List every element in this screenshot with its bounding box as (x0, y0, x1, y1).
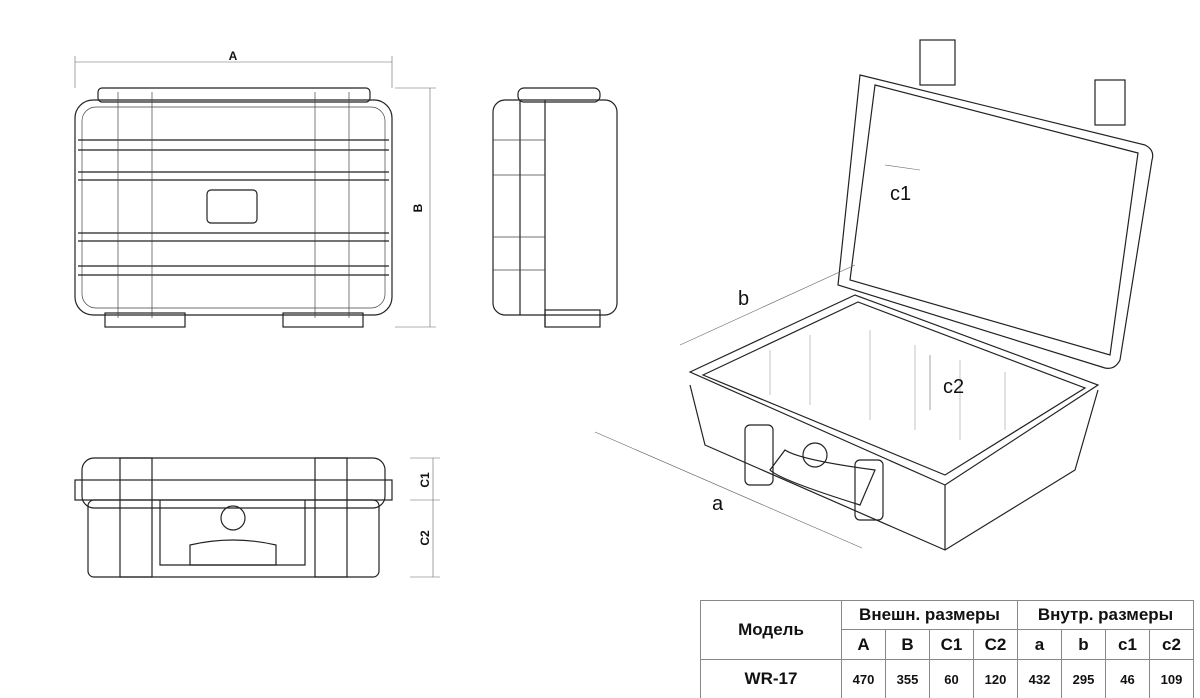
back-view: C1 C2 (74, 457, 440, 578)
side-view (492, 87, 618, 328)
value-cell: 432 (1017, 659, 1062, 698)
dim-label-C1: C1 (418, 472, 432, 488)
dim-label-b: b (738, 288, 749, 310)
value-cell: 120 (973, 659, 1018, 698)
dimensions-table: Модель Внешн. размеры Внутр. размеры A B… (700, 600, 1194, 698)
inner-dimensions-header: Внутр. размеры (1017, 600, 1194, 630)
column-header: b (1061, 629, 1106, 660)
table-row: WR-17 470 355 60 120 432 295 46 109 (700, 659, 1194, 698)
value-cell: 46 (1105, 659, 1150, 698)
value-cell: 355 (885, 659, 930, 698)
dim-label-a: a (712, 493, 724, 515)
column-header: C1 (929, 629, 974, 660)
outer-dimensions-header: Внешн. размеры (841, 600, 1018, 630)
isometric-view: b a c1 c2 (594, 39, 1154, 551)
dim-label-c1: c1 (890, 183, 911, 205)
column-header: C2 (973, 629, 1018, 660)
value-cell: 109 (1149, 659, 1194, 698)
column-header: c2 (1149, 629, 1194, 660)
column-header: B (885, 629, 930, 660)
model-header: Модель (700, 600, 842, 660)
dim-label-C2: C2 (418, 530, 432, 546)
front-view: A B (74, 49, 436, 328)
value-cell: 295 (1061, 659, 1106, 698)
model-cell: WR-17 (700, 659, 842, 698)
value-cell: 470 (841, 659, 886, 698)
dim-label-A: A (229, 49, 238, 63)
column-header: a (1017, 629, 1062, 660)
value-cell: 60 (929, 659, 974, 698)
dim-label-B: B (411, 203, 425, 212)
dim-label-c2: c2 (943, 376, 964, 398)
column-header: A (841, 629, 886, 660)
column-header: c1 (1105, 629, 1150, 660)
